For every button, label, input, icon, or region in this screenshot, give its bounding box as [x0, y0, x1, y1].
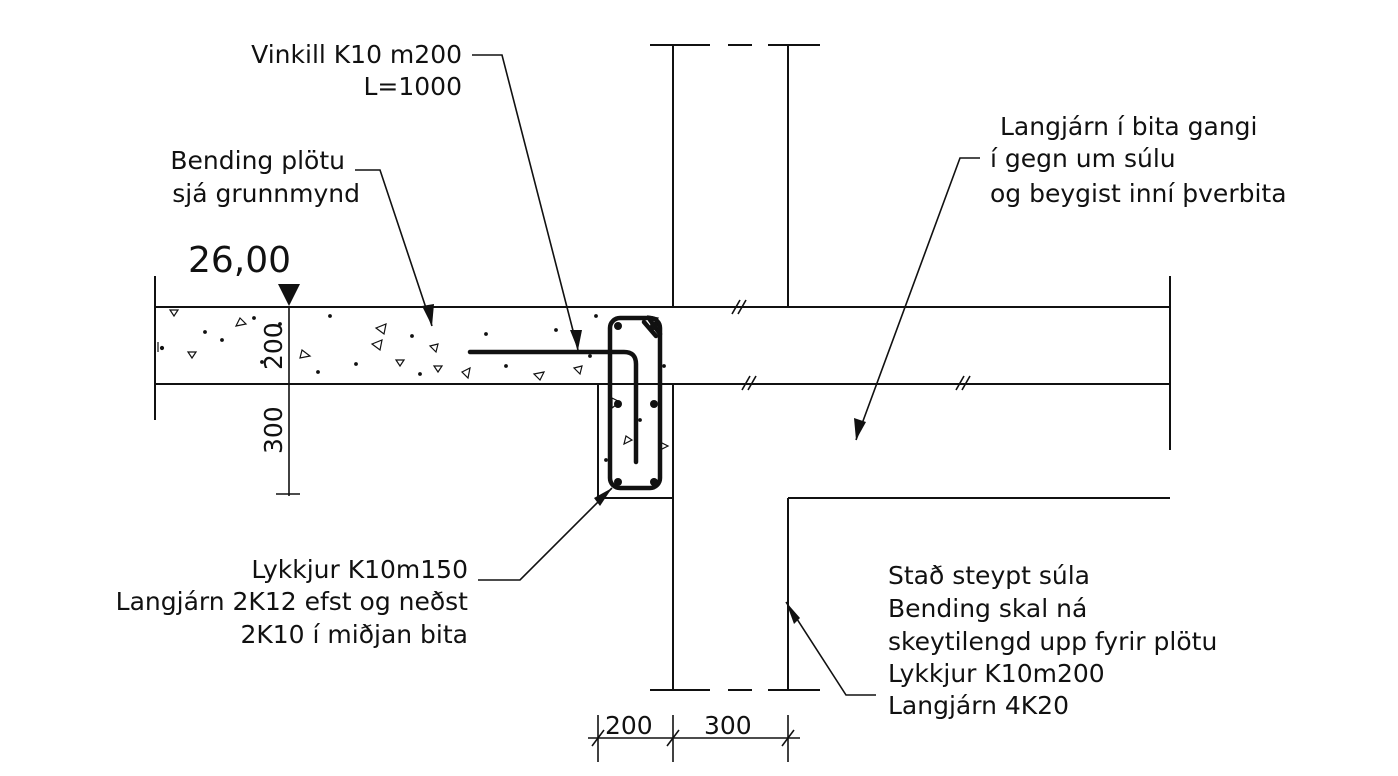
- label-lykkjur-line3: 2K10 í miðjan bita: [240, 620, 468, 649]
- label-sula-line5: Langjárn 4K20: [888, 691, 1069, 720]
- label-sula-line4: Lykkjur K10m200: [888, 659, 1105, 688]
- label-lykkjur-line1: Lykkjur K10m150: [251, 555, 468, 584]
- label-vinkill-line1: Vinkill K10 m200: [251, 40, 462, 69]
- label-sula-line1: Stað steypt súla: [888, 561, 1090, 590]
- concrete-hatch: [157, 309, 1171, 482]
- beam-depth-dim: 300: [259, 406, 288, 454]
- leaders: [355, 54, 980, 696]
- elevation-text: 26,00: [188, 240, 291, 281]
- elevation-marker: 26,00 200 300: [188, 240, 300, 496]
- label-bending-line1: Bending plötu: [170, 146, 345, 175]
- slab-thickness-dim: 200: [259, 322, 288, 370]
- bottom-dimension: 200 300: [588, 711, 800, 762]
- label-langjarn-bita-line1: Langjárn í bita gangi: [1000, 112, 1257, 141]
- beam: [597, 384, 1170, 499]
- label-lykkjur-line2: Langjárn 2K12 efst og neðst: [116, 587, 469, 616]
- stirrup-and-rebar: [467, 315, 663, 491]
- slab: [154, 276, 1171, 450]
- labels: Vinkill K10 m200 L=1000 Bending plötu sj…: [116, 40, 1287, 720]
- label-bending-line2: sjá grunnmynd: [172, 179, 360, 208]
- column-width-dim: 300: [704, 711, 752, 740]
- label-sula-line3: skeytilengd upp fyrir plötu: [888, 627, 1217, 656]
- label-sula-line2: Bending skal ná: [888, 594, 1087, 623]
- label-vinkill-line2: L=1000: [364, 72, 463, 101]
- label-langjarn-bita-line2: í gegn um súlu: [990, 144, 1176, 173]
- label-langjarn-bita-line3: og beygist inní þverbita: [990, 179, 1287, 208]
- column: [650, 44, 820, 691]
- beam-width-dim: 200: [605, 711, 653, 740]
